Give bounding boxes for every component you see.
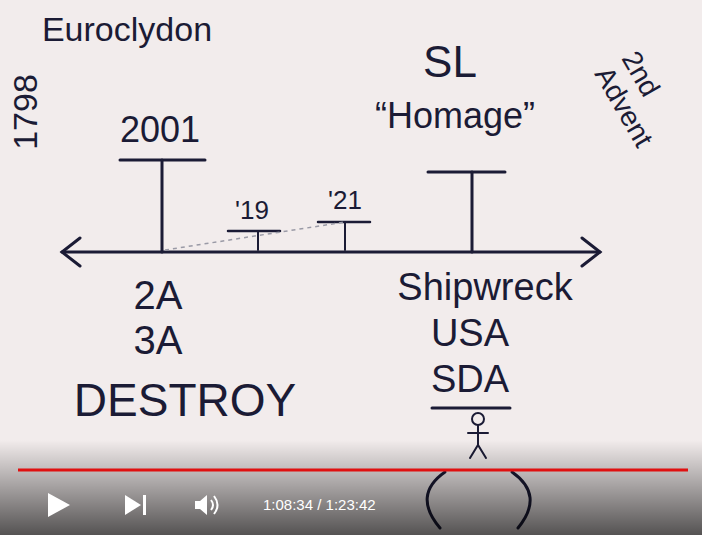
timeline-tick [344, 222, 346, 250]
endpoint-label: 2nd Advent [588, 46, 691, 163]
arrow-head-left [62, 238, 80, 266]
timeline-tick [161, 160, 164, 252]
note-label: 2A [134, 273, 183, 317]
event-name: SL [423, 38, 477, 86]
timeline-tick [257, 231, 259, 250]
note-label: 3A [134, 318, 183, 362]
year-label: 2001 [120, 110, 200, 150]
year-label: '21 [328, 186, 362, 215]
event-name: “Homage” [375, 96, 535, 136]
volume-wave [214, 496, 218, 514]
underline [428, 171, 505, 174]
note-label: Shipwreck [397, 267, 572, 309]
note-label: USA [431, 313, 509, 355]
year-label: '19 [235, 196, 269, 225]
video-time: 1:08:34 / 1:23:42 [263, 497, 376, 514]
stick-figure-head [472, 413, 484, 425]
note-label: SDA [431, 359, 509, 401]
timeline-tick [471, 172, 474, 252]
volume-wave [211, 500, 213, 510]
note-label: DESTROY [74, 375, 296, 426]
arrow-head-right [582, 238, 600, 266]
underline [432, 407, 510, 410]
timeline-axis [62, 251, 600, 254]
play-icon [48, 493, 70, 517]
year-label: 1798 [7, 74, 44, 150]
stick-figure-arms [468, 432, 488, 434]
dashed-guide [165, 222, 345, 250]
underline [228, 230, 280, 233]
next-icon [125, 495, 141, 515]
volume-icon [195, 495, 207, 515]
progress-bar [18, 469, 688, 472]
next-icon-bar [143, 495, 146, 515]
event-name: Euroclydon [42, 11, 212, 48]
player-shade [0, 440, 702, 535]
